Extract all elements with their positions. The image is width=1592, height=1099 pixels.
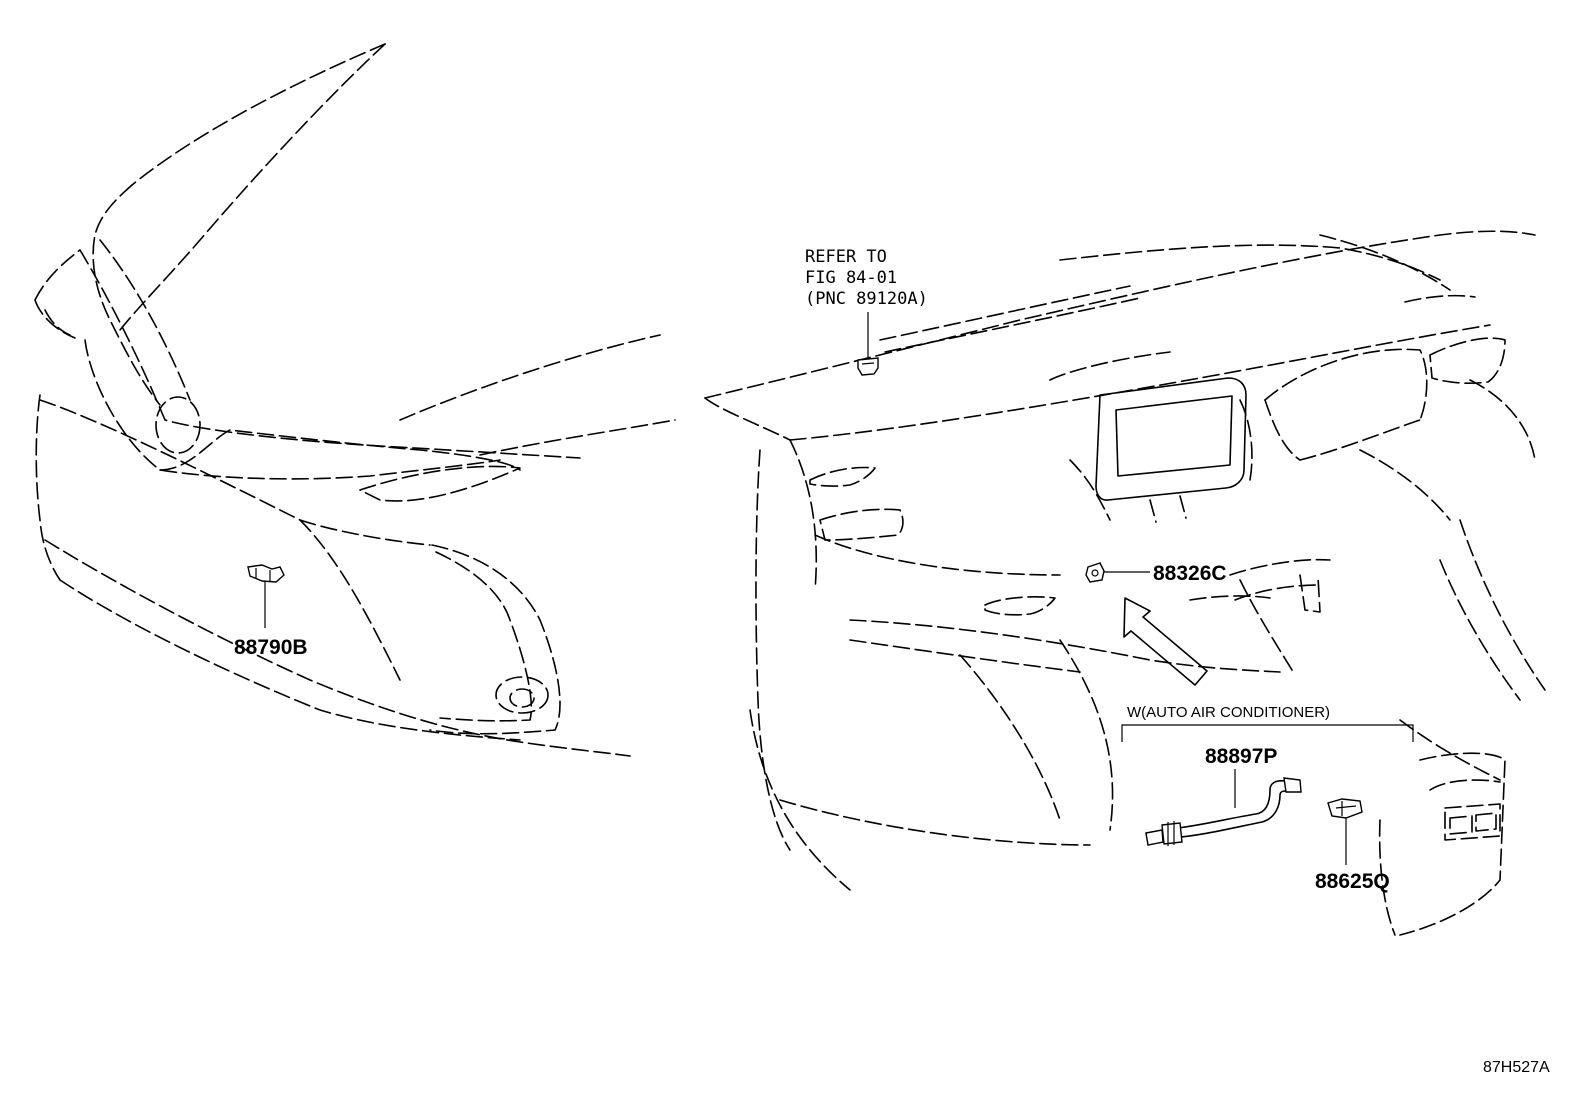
- front-bumper-illustration: [34, 43, 676, 757]
- part-label-88790b: 88790B: [234, 636, 308, 659]
- condition-note: W(AUTO AIR CONDITIONER): [1127, 704, 1330, 721]
- view-direction-arrow: [1123, 597, 1208, 686]
- part-88897p-harness[interactable]: [1145, 769, 1302, 846]
- part-label-88625q: 88625Q: [1315, 870, 1390, 893]
- part-89120a-sensor[interactable]: [857, 312, 879, 376]
- condition-bracket: [1121, 724, 1414, 742]
- part-88790b-sensor[interactable]: [247, 564, 285, 628]
- part-label-88326c: 88326C: [1153, 562, 1227, 585]
- reference-line-2: FIG 84-01: [805, 268, 897, 288]
- reference-line-1: REFER TO: [805, 247, 887, 267]
- instrument-panel-illustration: [704, 230, 1546, 936]
- part-88625q-sensor[interactable]: [1327, 798, 1363, 865]
- part-88326c-sensor[interactable]: [1085, 562, 1150, 583]
- reference-line-3: (PNC 89120A): [805, 289, 928, 309]
- part-label-88897p: 88897P: [1205, 745, 1277, 768]
- figure-id: 87H527A: [1483, 1059, 1550, 1076]
